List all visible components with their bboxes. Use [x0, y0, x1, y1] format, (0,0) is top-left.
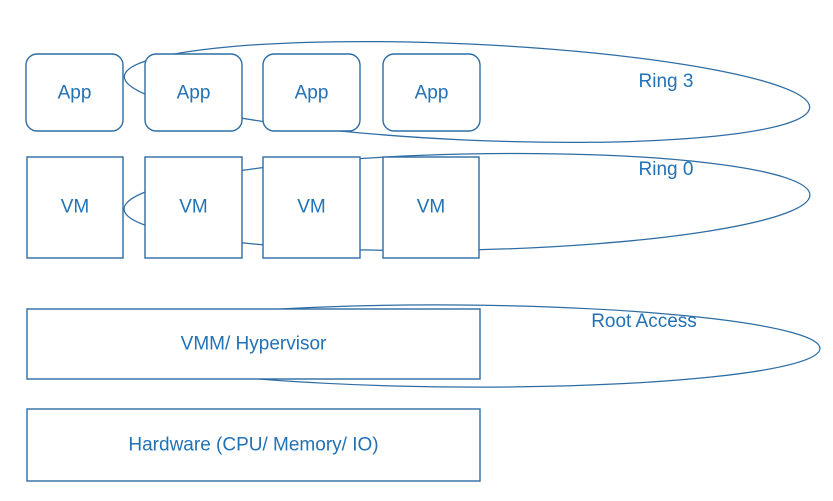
vm-row: VM VM VM VM — [26, 156, 480, 259]
vmm-hypervisor-bar[interactable]: VMM/ Hypervisor — [26, 308, 481, 380]
hardware-bar[interactable]: Hardware (CPU/ Memory/ IO) — [26, 408, 481, 482]
vmm-hypervisor-rect — [26, 308, 481, 380]
vm-box-1[interactable]: VM — [26, 156, 124, 259]
vm-box-1-label: VM — [61, 197, 90, 218]
app-row: App App App App — [25, 53, 481, 132]
vm-box-2[interactable]: VM — [144, 156, 243, 259]
hardware-rect — [26, 408, 481, 482]
app-box-4-label: App — [415, 83, 449, 104]
app-box-3-rect — [262, 53, 361, 132]
app-box-2[interactable]: App — [144, 53, 243, 132]
vm-box-4[interactable]: VM — [382, 156, 480, 259]
vm-box-3-label: VM — [297, 197, 326, 218]
vm-box-1-rect — [26, 156, 124, 259]
app-box-3-label: App — [295, 83, 329, 104]
app-box-4-rect — [382, 53, 481, 132]
app-box-4[interactable]: App — [382, 53, 481, 132]
ring-0-label: Ring 0 — [639, 159, 694, 180]
vmm-hypervisor-label: VMM/ Hypervisor — [181, 334, 327, 355]
app-box-3[interactable]: App — [262, 53, 361, 132]
vm-box-3[interactable]: VM — [262, 156, 361, 259]
vm-box-4-rect — [382, 156, 480, 259]
app-box-2-rect — [144, 53, 243, 132]
app-box-1-label: App — [58, 83, 92, 104]
app-box-2-label: App — [177, 83, 211, 104]
ring-3-ellipse — [123, 40, 811, 144]
ring-3-label: Ring 3 — [639, 71, 694, 92]
vm-box-4-label: VM — [417, 197, 446, 218]
vm-box-2-label: VM — [179, 197, 208, 218]
vm-box-2-rect — [144, 156, 243, 259]
app-box-1-rect — [25, 53, 124, 132]
app-box-1[interactable]: App — [25, 53, 124, 132]
root-access-label: Root Access — [591, 311, 697, 332]
vm-box-3-rect — [262, 156, 361, 259]
hardware-label: Hardware (CPU/ Memory/ IO) — [128, 435, 378, 456]
